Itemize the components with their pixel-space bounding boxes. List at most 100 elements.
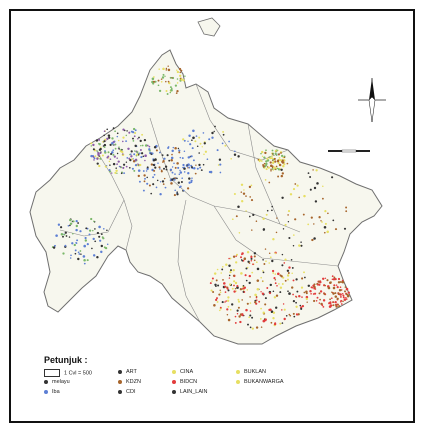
population-dot [216, 297, 218, 300]
population-dot [142, 155, 145, 158]
population-dot [270, 170, 272, 172]
population-dot [254, 301, 257, 304]
population-dot [250, 199, 254, 202]
population-dot [64, 231, 67, 234]
population-dot [298, 196, 301, 199]
population-dot [157, 84, 160, 87]
population-dot [210, 289, 213, 292]
population-dot [278, 157, 281, 159]
population-dot [182, 166, 184, 169]
population-dot [286, 162, 289, 165]
population-dot [90, 145, 93, 147]
population-dot [281, 196, 284, 199]
population-dot [313, 283, 316, 286]
population-dot [174, 146, 177, 150]
legend-label: KDZN [126, 379, 141, 385]
population-dot [177, 166, 180, 169]
population-dot [227, 318, 231, 322]
population-dot [161, 180, 165, 183]
population-dot [109, 143, 112, 147]
population-dot [88, 229, 92, 232]
population-dot [106, 156, 109, 159]
population-dot [241, 299, 243, 301]
population-dot [134, 164, 138, 167]
population-dot [237, 205, 240, 209]
population-dot [115, 167, 117, 169]
population-dot [175, 92, 178, 94]
population-dot [125, 165, 128, 168]
legend-dot-icon [44, 379, 48, 384]
legend-label: CDI [126, 389, 136, 395]
population-dot [264, 303, 267, 306]
population-dot [171, 77, 173, 79]
population-dot [227, 305, 230, 308]
population-dot [256, 288, 260, 291]
population-dot [272, 290, 275, 292]
population-dot [280, 275, 283, 278]
population-dot [104, 138, 107, 141]
population-dot [312, 169, 314, 171]
population-dot [297, 313, 300, 316]
population-dot [251, 327, 254, 330]
population-dot [279, 286, 283, 289]
population-dot [269, 256, 272, 259]
population-dot [111, 151, 114, 154]
population-dot [281, 253, 284, 256]
population-dot [280, 168, 283, 172]
population-dot [292, 234, 295, 236]
population-dot [112, 162, 116, 166]
population-dot [134, 144, 137, 148]
legend-label: BUKLAN [244, 369, 267, 375]
population-dot [334, 292, 337, 295]
population-dot [158, 89, 162, 93]
population-dot [128, 157, 131, 160]
population-dot [139, 163, 142, 167]
population-dot [346, 294, 350, 298]
population-dot [265, 213, 268, 216]
population-dot [262, 271, 265, 274]
population-dot [318, 216, 321, 219]
population-dot [219, 171, 222, 174]
population-dot [204, 150, 208, 153]
population-dot [203, 142, 206, 145]
population-dot [73, 243, 76, 247]
population-dot [170, 182, 173, 185]
population-dot [179, 74, 182, 77]
population-dot [337, 277, 341, 281]
population-dot [284, 223, 287, 226]
population-dot [342, 296, 345, 299]
population-dot [332, 304, 335, 307]
population-dot [339, 293, 342, 296]
population-dot [266, 209, 269, 212]
population-dot [165, 168, 168, 171]
population-dot [152, 159, 156, 162]
population-dot [96, 255, 99, 259]
population-dot [309, 176, 312, 178]
population-dot [125, 134, 128, 137]
population-dot [226, 287, 229, 290]
population-dot [221, 265, 224, 268]
population-dot [99, 157, 102, 160]
population-dot [341, 293, 344, 295]
population-dot [107, 134, 111, 137]
population-dot [270, 168, 272, 171]
population-dot [199, 166, 202, 169]
population-dot [132, 137, 134, 140]
population-dot [107, 151, 110, 154]
population-dot [276, 217, 278, 219]
population-dot [329, 302, 332, 305]
population-dot [211, 280, 213, 282]
population-dot [224, 144, 227, 147]
population-dot [331, 176, 334, 179]
population-dot [62, 252, 65, 255]
population-dot [268, 292, 272, 295]
population-dot [250, 255, 253, 259]
population-dot [182, 138, 185, 141]
population-dot [225, 300, 227, 302]
population-dot [339, 281, 342, 283]
population-dot [162, 161, 164, 164]
population-dot [274, 149, 277, 152]
population-dot [170, 87, 173, 90]
population-dot [130, 150, 133, 153]
population-dot [198, 163, 201, 167]
